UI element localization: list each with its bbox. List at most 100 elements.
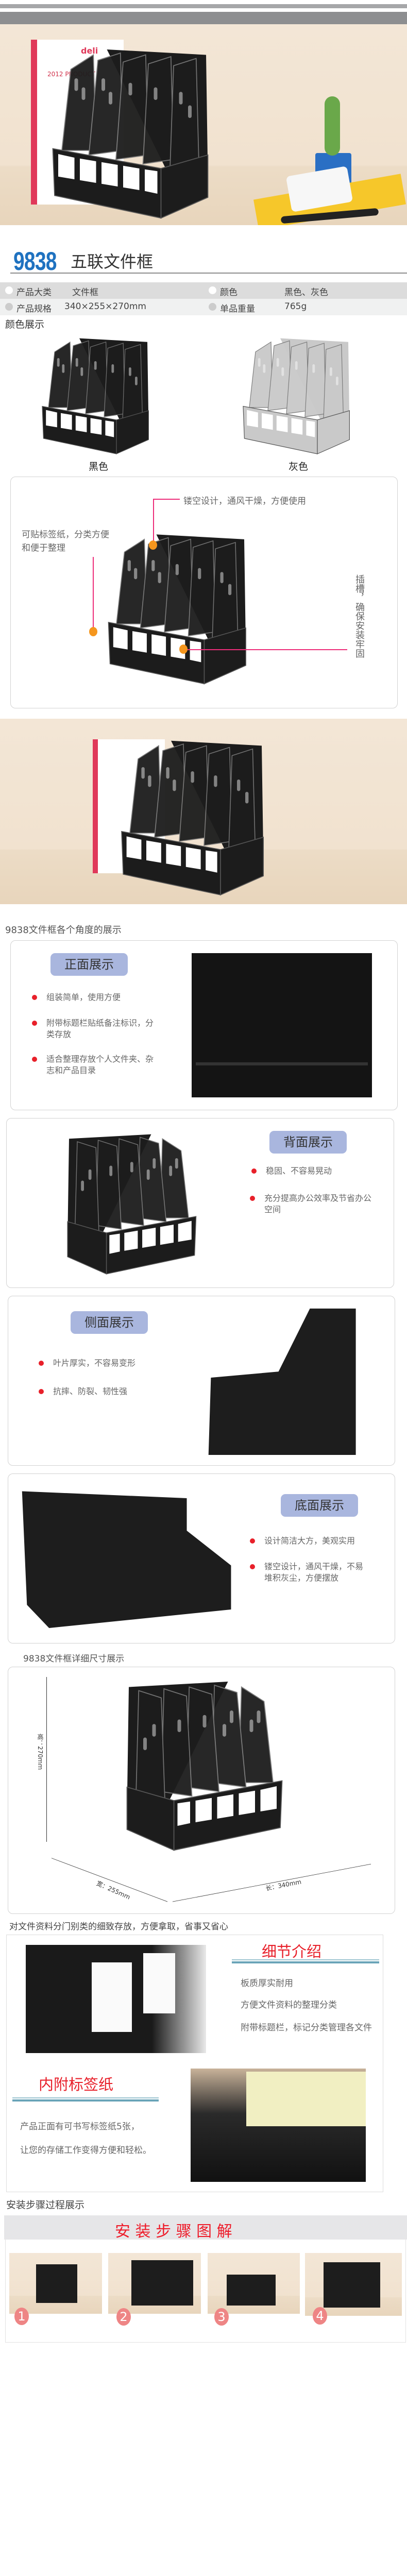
spec-row: 产品大类 文件框 颜色 黑色、灰色 xyxy=(0,282,407,299)
black-rack-image xyxy=(31,333,165,457)
divider xyxy=(232,1959,379,1963)
step-number: 3 xyxy=(214,2308,229,2326)
install-banner: 安 装 步 骤 图 解 xyxy=(4,2215,407,2241)
bottom-view-image xyxy=(22,1491,231,1628)
hero-photo: deli 2012 PRODUCT xyxy=(0,24,407,225)
rack-part xyxy=(36,2264,77,2303)
bullet-item: 镂空设计，通风干燥，不易堆积灰尘，方便摆放 xyxy=(250,1561,368,1584)
hero-section: deli 2012 PRODUCT xyxy=(0,0,407,227)
back-view-image xyxy=(31,1128,227,1278)
bottom-view-badge: 底面展示 xyxy=(281,1494,358,1517)
spec-row: 产品规格 340×255×270mm 单品重量 765g xyxy=(0,299,407,315)
height-arrow xyxy=(46,1677,47,1842)
side-view-section: 侧面展示 叶片厚实，不容易变形 抗摔、防裂、韧性强 xyxy=(0,1296,407,1473)
bullet-item: 抗摔、防裂、韧性强 xyxy=(39,1386,193,1397)
title-section: 9838 五联文件框 产品大类 文件框 颜色 黑色、灰色 产品规格 340×25… xyxy=(0,227,407,317)
detail-image-stickers xyxy=(191,2069,366,2182)
file-rack-image xyxy=(88,1674,314,1855)
detail-intro-title: 细节介绍 xyxy=(262,1943,322,1960)
brand-text: deli xyxy=(81,46,98,56)
detail-item: 附带标题栏，标记分类管理各文件 xyxy=(241,2023,372,2033)
divider xyxy=(12,2097,159,2102)
height-label: 高：270mm xyxy=(37,1734,44,1770)
top-bar-thin xyxy=(0,4,407,8)
detail-item: 产品正面有可书写标签纸5张， xyxy=(20,2122,140,2132)
label-window xyxy=(92,1962,132,2032)
colors-section: 颜色展示 黑色 灰色 xyxy=(0,317,407,477)
section-title: 颜色展示 xyxy=(5,319,45,330)
photo-section xyxy=(0,719,407,920)
section-title: 9838文件框详细尺寸展示 xyxy=(23,1654,125,1664)
marker-dot xyxy=(89,627,97,636)
sticker-sheet xyxy=(246,2072,366,2126)
section-title: 9838文件框各个角度的展示 xyxy=(5,925,122,936)
bullet-icon xyxy=(209,286,216,294)
bullet-item: 充分提高办公效率及节省办公空间 xyxy=(250,1193,379,1215)
bottom-view-section: 底面展示 设计简洁大方，美观实用 镂空设计，通风干燥，不易堆积灰尘，方便摆放 xyxy=(0,1473,407,1651)
back-view-badge: 背面展示 xyxy=(269,1131,347,1154)
model-number: 9838 xyxy=(13,247,57,276)
annotation-line-text: 和便于整理 xyxy=(22,543,65,553)
file-rack-image xyxy=(88,734,304,899)
side-view-badge: 侧面展示 xyxy=(71,1311,148,1334)
dimension-lines xyxy=(51,1858,371,1902)
spec-value: 765g xyxy=(284,301,307,312)
product-detail-page: deli 2012 PRODUCT 9838 五联文件框 产品大类 文件框 颜色… xyxy=(0,0,407,2347)
bullet-icon xyxy=(5,286,13,294)
details-section: 对文件资料分门别类的细致存放，方便拿取，省事又省心 细节介绍 板质厚实耐用 方便… xyxy=(0,1919,407,2197)
bullet-icon xyxy=(5,303,13,311)
spec-value: 340×255×270mm xyxy=(64,301,146,312)
title-divider xyxy=(10,273,407,274)
install-section: 安装步骤过程展示 安 装 步 骤 图 解 1 2 3 4 xyxy=(0,2197,407,2347)
rack-part xyxy=(131,2260,193,2306)
detail-image-labels xyxy=(26,1945,206,2053)
spec-label: 单品重量 xyxy=(220,304,255,314)
annotation-line-text: 可贴标签纸，分类方便 xyxy=(22,530,109,540)
bullet-item: 叶片厚实，不容易变形 xyxy=(39,1358,193,1369)
front-view-section: 正面展示 组装简单，使用方便 附带标题栏贴纸备注标识，分类存放 适合整理存放个人… xyxy=(0,940,407,1118)
gray-rack-image xyxy=(232,333,366,457)
bullet-icon xyxy=(209,303,216,311)
product-photo xyxy=(0,719,407,904)
size-section: 9838文件框详细尺寸展示 高：270mm 宽：255mm 长：340mm xyxy=(0,1651,407,1919)
file-rack-image xyxy=(21,42,247,223)
step-number: 1 xyxy=(14,2308,29,2325)
rack-part xyxy=(227,2275,276,2306)
annotation-line xyxy=(153,499,180,500)
cactus xyxy=(325,96,340,156)
bullet-item: 稳固、不容易晃动 xyxy=(251,1165,380,1177)
marker-dot xyxy=(149,540,157,550)
rack-base xyxy=(196,1062,368,1065)
bullet-item: 附带标题栏贴纸备注标识，分类存放 xyxy=(32,1018,161,1040)
spec-label: 产品规格 xyxy=(16,304,52,314)
front-view-badge: 正面展示 xyxy=(50,953,128,976)
annotation-line xyxy=(153,499,154,544)
detail-item: 板质厚实耐用 xyxy=(241,1978,293,1989)
annotation-line xyxy=(183,649,347,650)
marker-dot xyxy=(179,645,188,654)
install-banner-text: 安 装 步 骤 图 解 xyxy=(115,2223,232,2241)
color-label: 灰色 xyxy=(289,461,309,472)
step-number: 2 xyxy=(116,2308,131,2326)
side-view-image xyxy=(208,1308,356,1455)
features-section: 镂空设计，通风干燥，方便使用 可贴标签纸，分类方便 和便于整理 插槽，确保安装牢… xyxy=(0,477,407,719)
label-window xyxy=(143,1953,175,2013)
annotation-line xyxy=(93,557,94,629)
bullet-item: 设计简洁大方，美观实用 xyxy=(250,1535,381,1547)
spec-label: 颜色 xyxy=(220,287,238,298)
detail-item: 让您的存储工作变得方便和轻松。 xyxy=(20,2145,151,2156)
bullet-item: 适合整理存放个人文件夹、杂志和产品目录 xyxy=(32,1054,161,1076)
step-number: 4 xyxy=(313,2307,327,2325)
detail-item: 方便文件资料的整理分类 xyxy=(241,2000,337,2010)
product-name: 五联文件框 xyxy=(71,252,154,272)
rack-part xyxy=(324,2262,380,2308)
color-label: 黑色 xyxy=(89,461,109,472)
spec-value: 黑色、灰色 xyxy=(284,287,328,298)
back-view-section: 背面展示 稳固、不容易晃动 充分提高办公效率及节省办公空间 xyxy=(0,1118,407,1296)
annotation-text: 可贴标签纸，分类方便 和便于整理 xyxy=(22,528,109,555)
top-bar xyxy=(0,12,407,24)
section-title: 安装步骤过程展示 xyxy=(6,2199,85,2211)
spec-label: 产品大类 xyxy=(16,287,52,298)
annotation-text: 插槽，确保安装牢固 xyxy=(354,574,365,658)
label-sticker-title: 内附标签纸 xyxy=(39,2076,114,2093)
